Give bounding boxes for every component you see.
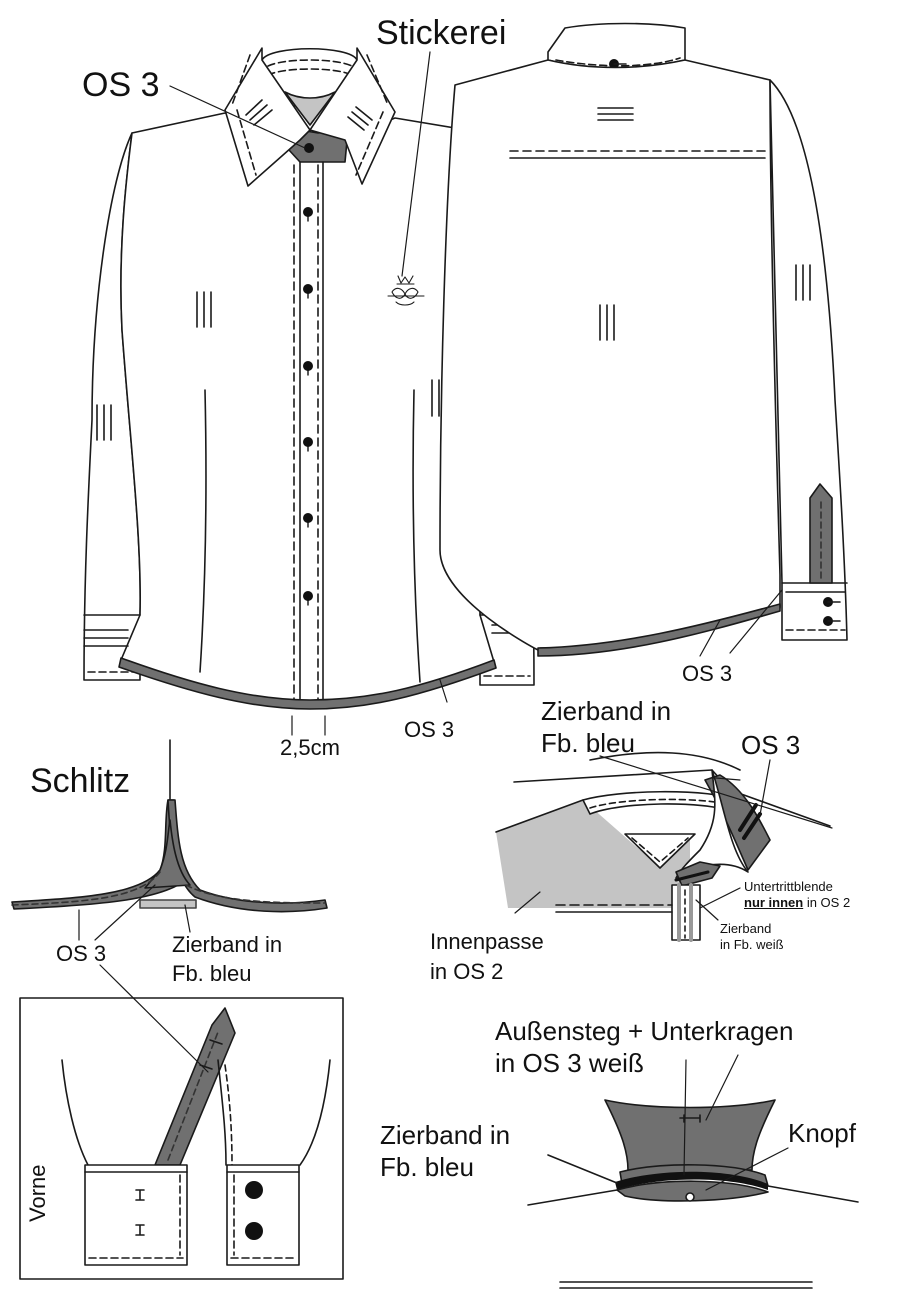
collar-stand-band-black xyxy=(615,1171,768,1190)
schlitz-detail xyxy=(11,739,328,913)
label-aussensteg-1: Außensteg + Unterkragen xyxy=(495,1016,794,1046)
back-hem-band xyxy=(537,603,781,657)
label-zierband-schlitz-1: Zierband in xyxy=(172,932,283,957)
label-untertritt-nur-innen: nur innen xyxy=(744,895,804,910)
label-schlitz: Schlitz xyxy=(30,762,131,800)
label-os3-collar: OS 3 xyxy=(741,730,801,760)
label-os3-hem: OS 3 xyxy=(404,717,455,742)
leader-lines xyxy=(78,51,833,1191)
undercollar-os3 xyxy=(604,1099,776,1171)
schlitz-fill xyxy=(144,819,191,889)
back-shirt-view xyxy=(439,22,848,657)
label-zierband-weiss-1: Zierband xyxy=(720,921,772,936)
cuff-button xyxy=(245,1181,263,1199)
label-zierband-schlitz-2: Fb. bleu xyxy=(172,961,252,986)
label-zierband-stand-1: Zierband in xyxy=(380,1120,511,1150)
collar-stand-detail xyxy=(527,1099,859,1206)
front-hem-band xyxy=(118,657,497,710)
label-knopf: Knopf xyxy=(788,1118,856,1148)
label-zierband-collar-2: Fb. bleu xyxy=(541,728,635,758)
label-width: 2,5cm xyxy=(280,735,340,760)
cuff-right xyxy=(226,1164,300,1266)
label-stickerei: Stickerei xyxy=(376,14,507,52)
collar-inside-detail xyxy=(495,751,831,942)
label-untertritt-1: Untertrittblende xyxy=(744,879,833,894)
label-os3-schlitz: OS 3 xyxy=(56,941,107,966)
innenpasse-area xyxy=(496,800,690,908)
collar-fold-white xyxy=(675,769,749,879)
cuff-detail-box xyxy=(19,997,344,1280)
label-untertritt-2: nur innen in OS 2 xyxy=(744,896,850,910)
label-vorne: Vorne xyxy=(25,1164,50,1223)
collar-v-white xyxy=(624,833,696,869)
label-untertritt-os2: in OS 2 xyxy=(803,895,851,910)
cuff-detail-frame xyxy=(19,997,344,1280)
label-innenpasse-1: Innenpasse xyxy=(430,929,544,954)
label-zierband-collar-1: Zierband in xyxy=(541,696,672,726)
label-aussensteg-2: in OS 3 weiß xyxy=(495,1048,644,1078)
front-collar-right xyxy=(309,47,396,185)
schlitz-band-left xyxy=(11,799,187,910)
back-body xyxy=(439,59,781,651)
cuff-left xyxy=(84,1164,188,1266)
label-innenpasse-2: in OS 2 xyxy=(430,959,504,984)
label-os3-cuff: OS 3 xyxy=(682,661,733,686)
button xyxy=(304,143,314,153)
cuff-button xyxy=(245,1222,263,1240)
label-os3-main: OS 3 xyxy=(82,66,160,104)
back-sleeve xyxy=(769,79,848,641)
label-zierband-weiss-2: in Fb. weiß xyxy=(720,937,784,952)
front-collar-left xyxy=(224,47,311,187)
schlitz-band-right xyxy=(167,799,328,913)
embroidery-logo xyxy=(387,275,425,306)
label-zierband-stand-2: Fb. bleu xyxy=(380,1152,474,1182)
untertritt-strip xyxy=(671,884,701,941)
collar-button xyxy=(685,1192,695,1202)
